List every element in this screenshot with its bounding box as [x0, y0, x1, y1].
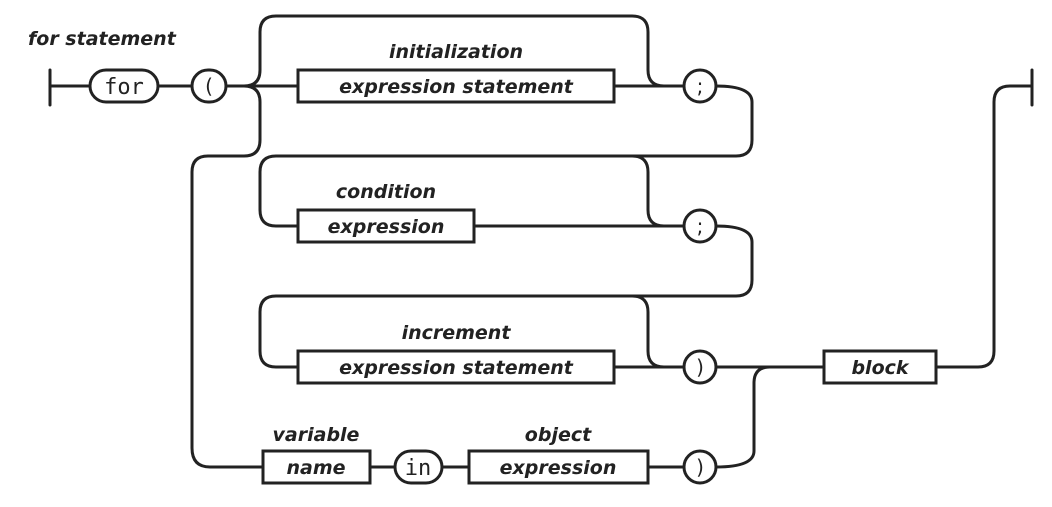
wire-skip-init [242, 14, 666, 88]
caption-variable: variable [273, 424, 360, 446]
caption-initialization: initialization [389, 41, 523, 63]
token-in: in [393, 449, 444, 485]
diagram-title: for statement [28, 28, 177, 50]
box-block: block [822, 349, 938, 385]
token-close-paren-2-label: ) [696, 455, 704, 479]
caption-condition: condition [336, 181, 436, 203]
box-condition: expression [296, 208, 476, 244]
box-variable-name: name [261, 449, 372, 485]
token-semicolon-1-label: ; [697, 74, 704, 98]
wire-skip-increment [630, 294, 666, 369]
token-semicolon-2-label: ; [697, 214, 704, 238]
token-semicolon-2: ; [682, 208, 718, 244]
box-increment: expression statement [296, 349, 616, 385]
box-condition-label: expression [328, 216, 445, 238]
box-object-expression: expression [467, 449, 650, 485]
box-increment-label: expression statement [339, 357, 574, 379]
token-open-paren-label: ( [205, 74, 213, 98]
token-close-paren-2: ) [682, 449, 718, 485]
wire-skip-condition [630, 154, 666, 228]
token-for-label: for [104, 75, 144, 100]
token-semicolon-1: ; [682, 68, 718, 104]
token-open-paren: ( [190, 68, 228, 104]
caption-object: object [525, 424, 592, 446]
token-for: for [88, 68, 160, 104]
box-object-expression-label: expression [500, 457, 617, 479]
wire-to-for-in [190, 84, 265, 469]
box-initialization: expression statement [296, 68, 616, 104]
wire-forin-merge [714, 365, 772, 469]
token-in-label: in [405, 456, 432, 481]
token-close-paren-1: ) [682, 349, 718, 385]
diagram-wires [48, 14, 1034, 469]
token-close-paren-1-label: ) [696, 355, 704, 379]
wire-wrap-2 [258, 224, 754, 369]
box-initialization-label: expression statement [339, 76, 574, 98]
wire-block-exit [934, 84, 1034, 369]
box-variable-name-label: name [286, 457, 345, 479]
caption-increment: increment [402, 322, 512, 344]
box-block-label: block [851, 357, 909, 379]
wire-wrap-1 [258, 84, 754, 228]
